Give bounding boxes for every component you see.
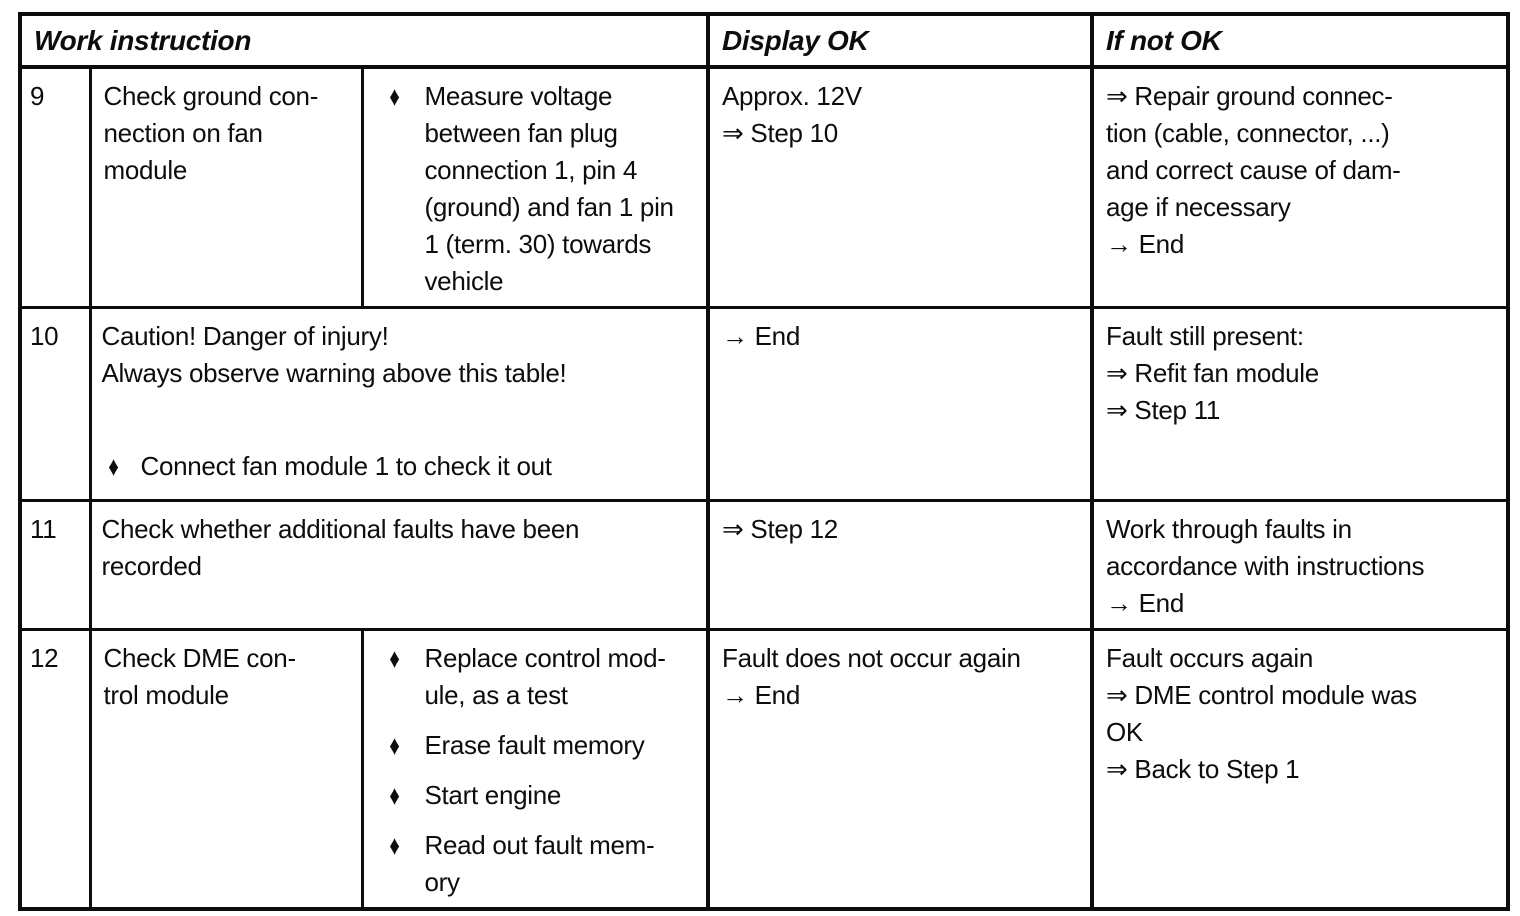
display-ok-cell: ⇒ Step 12	[706, 499, 1094, 631]
action-item: ♦ Replace control mod- ule, as a test	[376, 640, 695, 714]
table-row: 11 Check whether additional faults have …	[18, 499, 1510, 631]
caution-text: Caution! Danger of injury! Always observ…	[101, 321, 567, 388]
action-item: ♦ Read out fault mem- ory	[376, 827, 695, 901]
bullet-diamond-icon: ♦	[388, 779, 400, 811]
if-not-ok-cell: ⇒ Repair ground connec- tion (cable, con…	[1090, 65, 1510, 309]
action-text: Start engine	[424, 780, 562, 810]
step-number: 10	[18, 306, 92, 502]
action-item: ♦ Measure voltage between fan plug conne…	[376, 78, 695, 300]
work-instruction-title: Check DME con- trol module	[88, 628, 364, 911]
work-instruction-merged-cell: Caution! Danger of injury! Always observ…	[88, 306, 710, 502]
header-display-ok: Display OK	[706, 12, 1094, 69]
bullet-diamond-icon: ♦	[388, 729, 400, 761]
header-row: Work instruction Display OK If not OK	[18, 12, 1510, 69]
bullet-diamond-icon: ♦	[388, 642, 400, 674]
header-if-not-ok: If not OK	[1090, 12, 1510, 69]
action-text: Measure voltage between fan plug connect…	[424, 81, 674, 296]
display-ok-cell: Fault does not occur again → End	[706, 628, 1094, 911]
step-number: 12	[18, 628, 92, 911]
step-number: 11	[18, 499, 92, 631]
work-instruction-actions: ♦ Replace control mod- ule, as a test ♦ …	[360, 628, 710, 911]
work-instruction-merged-cell: Check whether additional faults have bee…	[88, 499, 710, 631]
header-work-instruction: Work instruction	[18, 12, 710, 69]
diagnostic-procedure-table: Work instruction Display OK If not OK 9 …	[18, 12, 1510, 911]
display-ok-cell: → End	[706, 306, 1094, 502]
action-text: Erase fault memory	[424, 730, 645, 760]
step-number: 9	[18, 65, 92, 309]
table-row: 10 Caution! Danger of injury! Always obs…	[18, 306, 1510, 502]
action-text: Read out fault mem- ory	[424, 830, 655, 897]
bullet-diamond-icon: ♦	[388, 829, 400, 861]
bullet-diamond-icon: ♦	[107, 450, 119, 482]
action-item: ♦ Connect fan module 1 to check it out	[102, 448, 695, 485]
if-not-ok-cell: Work through faults in accordance with i…	[1090, 499, 1510, 631]
action-item: ♦ Start engine	[376, 777, 695, 814]
bullet-diamond-icon: ♦	[388, 80, 400, 112]
action-text: Replace control mod- ule, as a test	[424, 643, 666, 710]
table-row: 9 Check ground con- nection on fan modul…	[18, 65, 1510, 309]
if-not-ok-cell: Fault still present: ⇒ Refit fan module …	[1090, 306, 1510, 502]
diagnostic-table-wrapper: Work instruction Display OK If not OK 9 …	[18, 12, 1510, 911]
work-instruction-actions: ♦ Measure voltage between fan plug conne…	[360, 65, 710, 309]
display-ok-cell: Approx. 12V ⇒ Step 10	[706, 65, 1094, 309]
if-not-ok-cell: Fault occurs again ⇒ DME control module …	[1090, 628, 1510, 911]
action-text: Connect fan module 1 to check it out	[140, 451, 552, 481]
table-row: 12 Check DME con- trol module ♦ Replace …	[18, 628, 1510, 911]
work-instruction-title: Check ground con- nection on fan module	[88, 65, 364, 309]
action-item: ♦ Erase fault memory	[376, 727, 695, 764]
